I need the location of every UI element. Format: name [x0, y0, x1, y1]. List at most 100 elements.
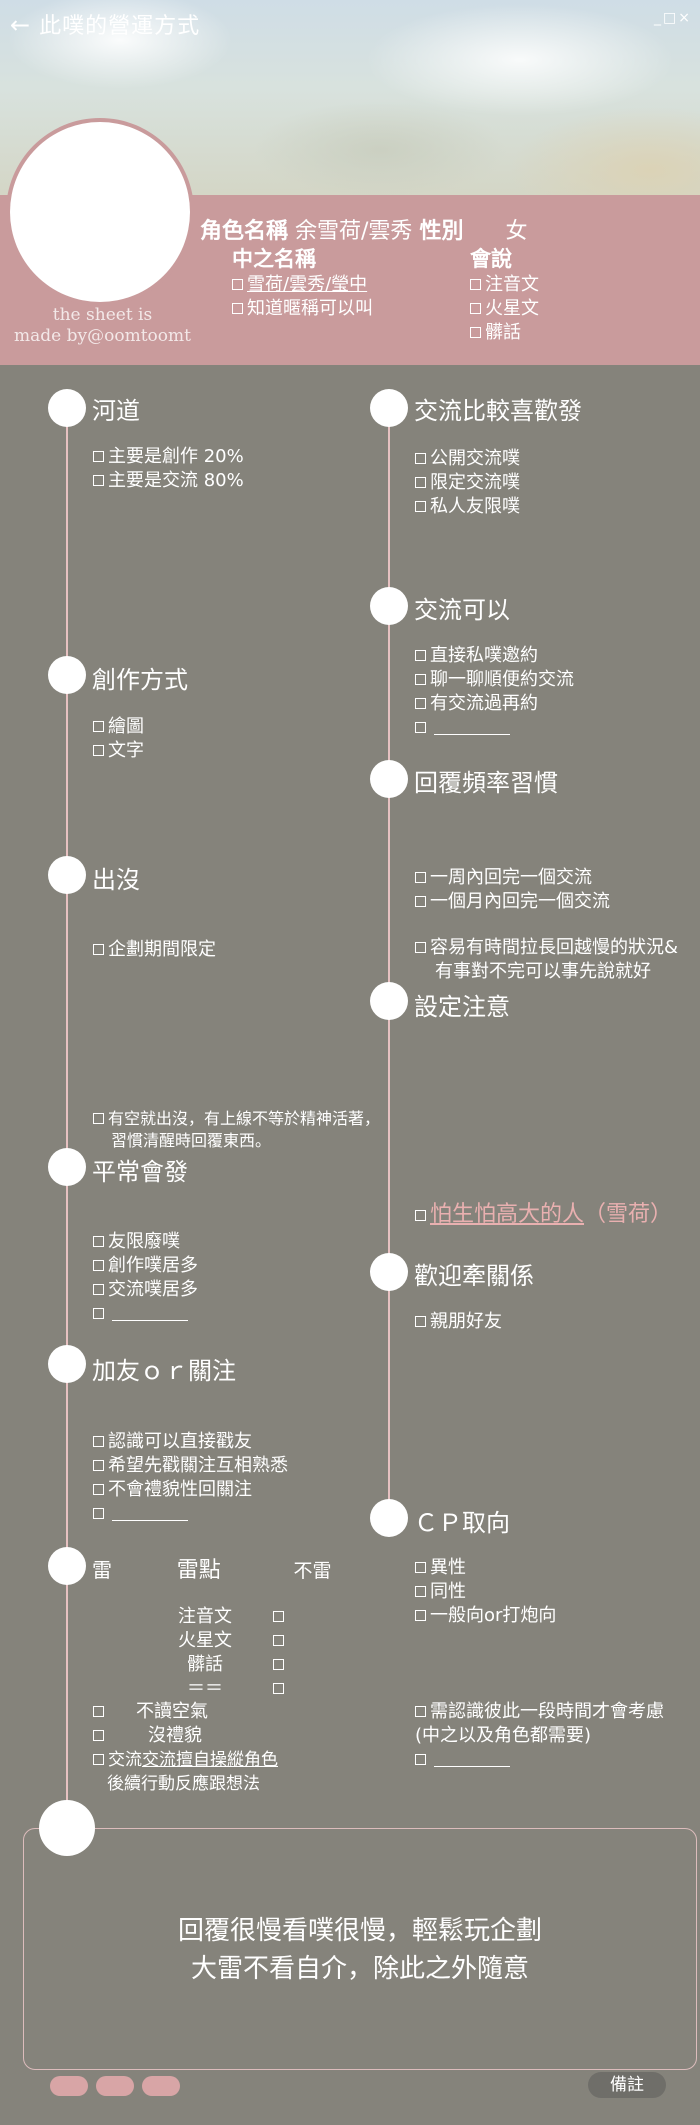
appear-title: 出沒: [92, 866, 140, 894]
list-item: 希望先戳關注互相熟悉: [93, 1454, 288, 1478]
name-row: 角色名稱 余雪荷/雲秀 性別 女: [200, 213, 527, 245]
timeline-node: [48, 1345, 86, 1383]
list-item: 一周內回完一個交流: [415, 866, 610, 890]
thunder-items: 不讀空氣 沒禮貌 交流交流擅自操縱角色 後續行動反應跟想法: [93, 1700, 278, 1796]
table-row: 火星文: [150, 1629, 300, 1653]
reply-items: 一周內回完一個交流 一個月內回完一個交流: [415, 866, 610, 914]
page-dot[interactable]: [142, 2076, 180, 2096]
window-title-bar: ←此噗的營運方式: [10, 8, 200, 40]
welcome-items: 親朋好友: [415, 1310, 502, 1334]
timeline-node: [370, 389, 408, 427]
timeline-node: [48, 656, 86, 694]
timeline-node: [370, 1253, 408, 1291]
timeline-node: [48, 1148, 86, 1186]
list-item: 親朋好友: [415, 1310, 502, 1334]
timeline-node: [48, 856, 86, 894]
sheet-credit: the sheet is made by@oomtoomt: [14, 305, 191, 346]
list-item: 一個月內回完一個交流: [415, 890, 610, 914]
creation-title: 創作方式: [92, 666, 188, 694]
river-items: 主要是創作 20% 主要是交流 80%: [93, 445, 244, 493]
friend-items: 認識可以直接戳友 希望先戳關注互相熟悉 不會禮貌性回關注: [93, 1430, 288, 1526]
table-row: 髒話: [150, 1653, 300, 1677]
nickname-title: 中之名稱: [232, 247, 316, 271]
list-item: 不會禮貌性回關注: [93, 1478, 288, 1502]
avatar: [10, 122, 190, 302]
speech-section: 會說 注音文 火星文 髒話: [470, 247, 539, 345]
speech-title: 會說: [470, 247, 512, 271]
timeline-node: [370, 1499, 408, 1537]
list-item: 主要是交流 80%: [93, 469, 244, 493]
note-box: [23, 1828, 697, 2070]
list-item: 有交流過再約: [415, 692, 574, 716]
timeline-node: [48, 1547, 86, 1585]
gender-label: 性別: [419, 219, 464, 244]
welcome-title: 歡迎牽關係: [414, 1262, 534, 1290]
left-timeline: [66, 407, 68, 1827]
speech-item: 注音文: [470, 273, 539, 297]
right-timeline: [388, 407, 390, 1517]
list-item: 認識可以直接戳友: [93, 1430, 288, 1454]
window-controls-icon[interactable]: _□×: [654, 10, 692, 26]
reply-extra: 容易有時間拉長回越慢的狀況& 有事對不完可以事先說就好: [415, 936, 678, 984]
table-row: ＝＝: [150, 1677, 300, 1701]
back-arrow-icon[interactable]: ←: [10, 11, 32, 39]
list-item: 後續行動反應跟想法: [107, 1774, 260, 1794]
list-item: 容易有時間拉長回越慢的狀況&: [415, 936, 678, 960]
nickname-item: 知道暱稱可以叫: [232, 297, 373, 321]
appear-extra: 有空就出沒，有上線不等於精神活著， 習慣清醒時回覆東西。: [93, 1108, 380, 1152]
timeline-node: [370, 982, 408, 1020]
list-item: 同性: [415, 1580, 556, 1604]
list-item: 私人友限噗: [415, 495, 520, 519]
can-items: 直接私噗邀約 聊一聊順便約交流 有交流過再約: [415, 644, 574, 740]
usual-title: 平常會發: [92, 1158, 188, 1186]
usual-items: 友限廢噗 創作噗居多 交流噗居多: [93, 1230, 198, 1326]
list-item: 主要是創作 20%: [93, 445, 244, 469]
appear-items: 企劃期間限定: [93, 938, 216, 962]
list-item: 繪圖: [93, 715, 144, 739]
page-dot[interactable]: [50, 2076, 88, 2096]
list-item: 創作噗居多: [93, 1254, 198, 1278]
note-node: [39, 1800, 95, 1856]
nickname-item: 雪荷/雲秀/瑩中: [232, 273, 373, 297]
note-text: 回覆很慢看噗很慢，輕鬆玩企劃 大雷不看自介，除此之外隨意: [177, 1916, 542, 1984]
name-label: 角色名稱: [200, 219, 289, 244]
cp-items: 異性 同性 一般向or打炮向: [415, 1556, 556, 1628]
list-item: 友限廢噗: [93, 1230, 198, 1254]
list-item: 交流噗居多: [93, 1278, 198, 1302]
list-item: [93, 1302, 198, 1326]
caution-pink-item: 怕生怕高大的人（雪荷）: [415, 1203, 672, 1227]
list-item: 需認識彼此一段時間才會考慮: [415, 1700, 664, 1724]
timeline-node: [48, 389, 86, 427]
list-item: [93, 1502, 288, 1526]
list-item: [415, 1748, 664, 1772]
speech-item: 髒話: [470, 321, 539, 345]
list-item: 一般向or打炮向: [415, 1604, 556, 1628]
list-item: 限定交流噗: [415, 471, 520, 495]
list-item: 交流交流擅自操縱角色: [93, 1748, 278, 1772]
list-item: 文字: [93, 739, 144, 763]
prefer-items: 公開交流噗 限定交流噗 私人友限噗: [415, 447, 520, 519]
creation-items: 繪圖 文字: [93, 715, 144, 763]
caution-title: 設定注意: [414, 993, 510, 1021]
river-title: 河道: [92, 397, 140, 425]
nickname-section: 中之名稱 雪荷/雲秀/瑩中 知道暱稱可以叫: [232, 247, 373, 321]
list-item: 直接私噗邀約: [415, 644, 574, 668]
gender-value: 女: [505, 219, 528, 244]
speech-item: 火星文: [470, 297, 539, 321]
page-dot[interactable]: [96, 2076, 134, 2096]
timeline-node: [370, 587, 408, 625]
name-value: 余雪荷/雲秀: [295, 219, 413, 244]
prefer-title: 交流比較喜歡發: [414, 397, 582, 425]
can-title: 交流可以: [414, 596, 510, 624]
table-row: 注音文: [150, 1605, 300, 1629]
remark-button[interactable]: 備註: [588, 2072, 666, 2098]
list-item: 不讀空氣: [93, 1700, 278, 1724]
reply-title: 回覆頻率習慣: [414, 769, 558, 797]
thunder-title: 雷 雷點 不雷: [92, 1558, 332, 1583]
cp-title: ＣＰ取向: [414, 1509, 510, 1537]
thunder-table: 注音文 火星文 髒話 ＝＝: [150, 1605, 300, 1701]
list-item: 異性: [415, 1556, 556, 1580]
cp-extra: 需認識彼此一段時間才會考慮 (中之以及角色都需要): [415, 1700, 664, 1772]
list-item: 沒禮貌: [93, 1724, 278, 1748]
timeline-node: [370, 760, 408, 798]
